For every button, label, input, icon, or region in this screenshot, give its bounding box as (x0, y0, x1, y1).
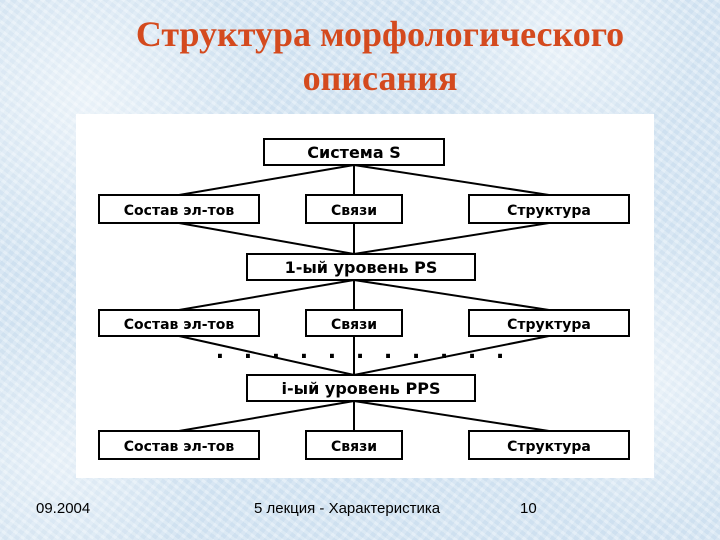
row1-links-box (305, 194, 403, 224)
leveli-box (246, 374, 476, 402)
diagram-connectors (178, 164, 550, 432)
ellipsis-dots: . . . . . . . . . . . (216, 339, 511, 364)
row3-composition-box (98, 430, 260, 460)
row1-links-label: Связи (331, 203, 377, 219)
row1-structure-box (468, 194, 630, 224)
slide-title-line-2: описания (302, 58, 458, 98)
row3-structure-label: Структура (507, 439, 591, 455)
row3-composition-label: Состав эл-тов (124, 439, 235, 455)
row2-links-label: Связи (331, 317, 377, 333)
leveli-label: i-ый уровень PPS (282, 379, 441, 398)
slide-title: Структура морфологического описания (60, 12, 700, 100)
diagram-canvas: Система S Состав эл-тов Связи Структура … (98, 138, 630, 460)
slide-title-line-1: Структура морфологического (135, 14, 625, 54)
row2-composition-label: Состав эл-тов (124, 317, 235, 333)
row3-links-box (305, 430, 403, 460)
row1-composition-label: Состав эл-тов (124, 203, 235, 219)
row3-links-label: Связи (331, 439, 377, 455)
footer-page-number: 10 (520, 500, 537, 517)
top-system-label: Система S (307, 143, 401, 162)
row2-structure-box (468, 309, 630, 337)
row2-links-box (305, 309, 403, 337)
morphology-diagram: Система S Состав эл-тов Связи Структура … (76, 114, 654, 478)
footer-lecture-title: 5 лекция - Характеристика (254, 500, 441, 517)
row1-structure-label: Структура (507, 203, 591, 219)
row2-composition-box (98, 309, 260, 337)
top-system-box (263, 138, 445, 166)
level1-label: 1-ый уровень PS (285, 258, 438, 277)
row2-structure-label: Структура (507, 317, 591, 333)
footer-date: 09.2004 (36, 500, 91, 517)
level1-box (246, 253, 476, 281)
row1-composition-box (98, 194, 260, 224)
row3-structure-box (468, 430, 630, 460)
